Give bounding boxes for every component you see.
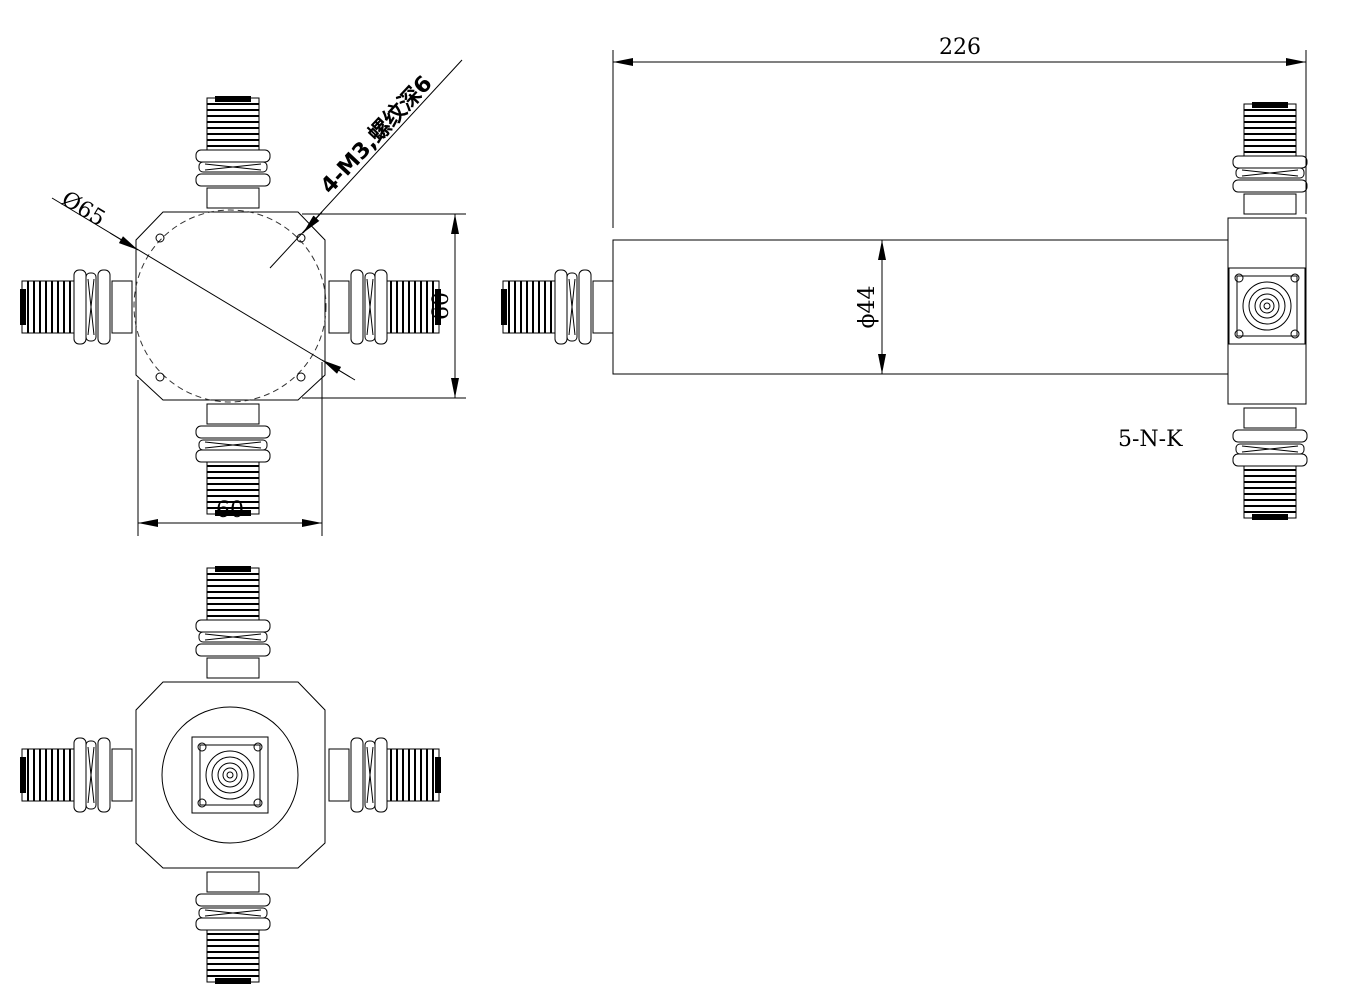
connector-left	[19, 737, 133, 813]
connector-bottom	[1232, 407, 1308, 521]
end-view	[19, 565, 442, 985]
connector-right	[328, 737, 442, 813]
connector-type-label: 5-N-K	[1118, 427, 1183, 452]
connector-right	[328, 269, 442, 345]
tube-body	[612, 239, 1229, 375]
flange-diameter-label: Ø65	[57, 187, 109, 232]
diameter-leader	[51, 197, 356, 381]
width-label: 60	[216, 498, 244, 523]
mount-hole	[296, 372, 306, 382]
front-view: Ø65 4-M3,螺纹深6 60 60	[19, 59, 466, 536]
body-outline	[135, 211, 326, 401]
side-view: 226 ϕ44 5-N-K	[500, 35, 1308, 521]
length-label: 226	[939, 35, 981, 60]
mount-hole	[155, 233, 165, 243]
center-connector-face	[191, 736, 269, 814]
thread-leader	[269, 59, 463, 269]
connector-top	[195, 95, 271, 209]
junction-block	[1227, 217, 1307, 405]
body-diameter-label: ϕ44	[855, 286, 880, 329]
connector-top	[195, 565, 271, 679]
connector-bottom	[195, 871, 271, 985]
input-connector	[500, 269, 614, 345]
thread-note: 4-M3,螺纹深6	[315, 71, 437, 199]
pitch-circle	[133, 209, 327, 403]
junction-connector-face	[1228, 267, 1306, 345]
mount-hole	[155, 372, 165, 382]
body-outline	[135, 681, 326, 869]
face-circle	[161, 706, 299, 844]
connector-top	[1232, 101, 1308, 215]
connector-left	[19, 269, 133, 345]
height-label: 60	[429, 292, 454, 320]
